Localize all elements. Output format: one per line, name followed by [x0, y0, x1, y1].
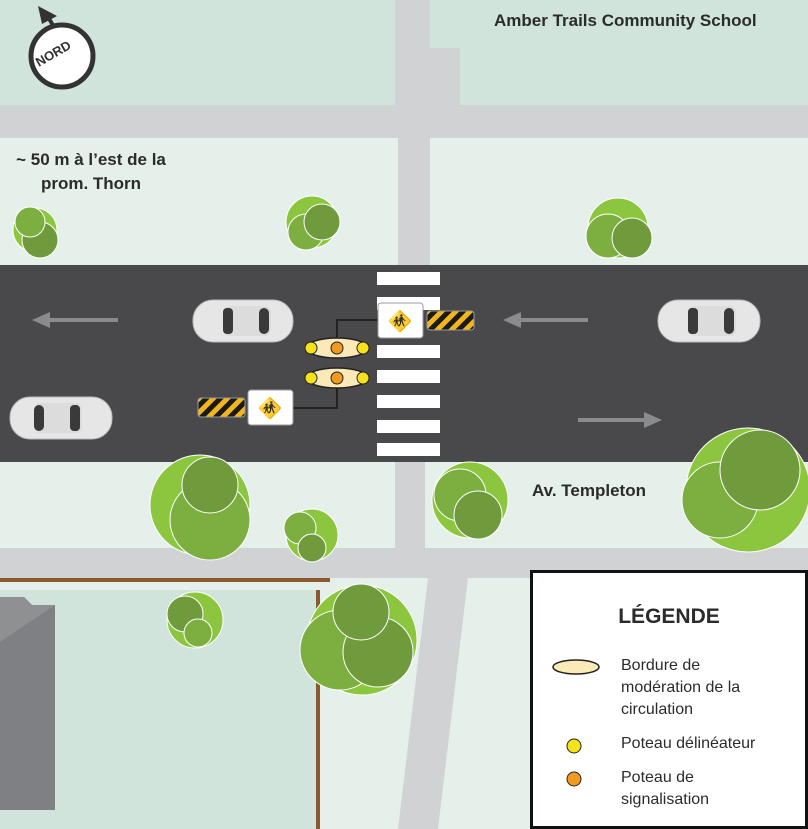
south-path: [398, 578, 468, 829]
north-compass-icon: [28, 6, 96, 90]
school-label: Amber Trails Community School: [494, 11, 757, 30]
street-label: Av. Templeton: [532, 481, 646, 500]
car-westbound-2: [657, 299, 761, 343]
delineator-post: [356, 341, 370, 355]
school-path: [395, 0, 460, 105]
curb-extension-north: [304, 337, 370, 359]
svg-text:🚸: 🚸: [388, 309, 413, 333]
distance-line-1: ~ 50 m à l’est de la: [16, 150, 166, 169]
delineator-post: [304, 341, 318, 355]
barricade-icon: [197, 397, 246, 418]
sign-post: [330, 341, 344, 355]
building: [0, 597, 55, 810]
svg-text:🚸: 🚸: [258, 396, 283, 420]
curb-extension-icon: [552, 659, 600, 675]
car-eastbound: [9, 396, 113, 440]
legend-label-sign-post: Poteau de signalisation: [621, 769, 710, 808]
yellow-dot-icon: [566, 738, 582, 754]
pedestrian-sign-north: 🚸: [377, 302, 424, 339]
trees: [12, 195, 808, 696]
orange-dot-icon: [566, 771, 582, 787]
curb-extension-south: [304, 367, 370, 389]
distance-label: ~ 50 m à l’est de la prom. Thorn: [6, 148, 176, 196]
fence: [0, 578, 330, 582]
sign-post: [330, 371, 344, 385]
barricade-icon: [426, 310, 475, 331]
legend-title: LÉGENDE: [618, 605, 720, 628]
legend-label-curb: Bordure de modération de la circulation: [621, 657, 741, 718]
north-sidewalk: [0, 105, 808, 138]
delineator-post: [356, 371, 370, 385]
pedestrian-sign-south: 🚸: [247, 389, 294, 426]
delineator-post: [304, 371, 318, 385]
distance-line-2: prom. Thorn: [40, 174, 142, 193]
traffic-arrows: [32, 312, 662, 428]
legend: LÉGENDE Bordure de modération de la circ…: [530, 570, 808, 829]
legend-label-delineator: Poteau délinéateur: [621, 735, 756, 752]
car-westbound: [192, 299, 294, 343]
